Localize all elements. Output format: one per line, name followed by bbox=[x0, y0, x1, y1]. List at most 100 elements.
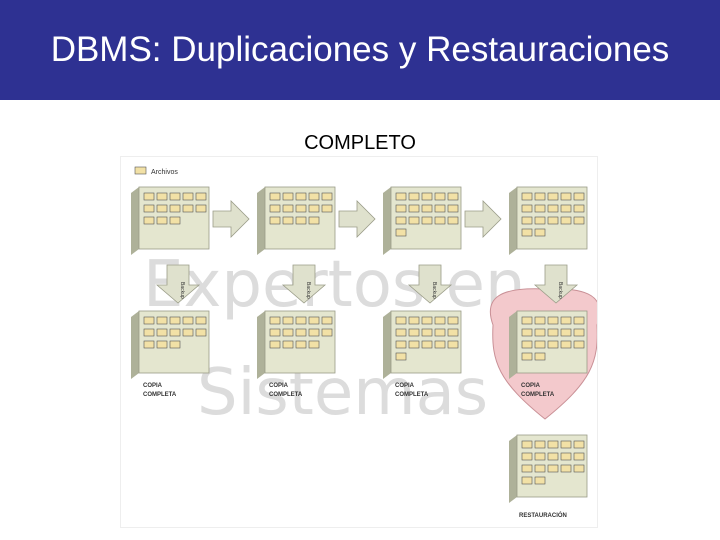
file-icon bbox=[408, 204, 420, 213]
file-icon bbox=[560, 452, 572, 461]
box-side bbox=[509, 311, 517, 379]
file-icon bbox=[169, 328, 181, 337]
file-icon bbox=[282, 340, 294, 349]
file-icon bbox=[560, 316, 572, 325]
file-icon bbox=[547, 464, 559, 473]
file-icon bbox=[573, 204, 585, 213]
file-icon bbox=[295, 216, 307, 225]
file-icon bbox=[521, 352, 533, 361]
file-icon bbox=[408, 340, 420, 349]
down-arrow bbox=[281, 264, 327, 304]
file-icon bbox=[521, 452, 533, 461]
file-icon bbox=[573, 452, 585, 461]
file-icon bbox=[269, 216, 281, 225]
copy-label-line2: COMPLETA bbox=[395, 392, 429, 398]
file-icon bbox=[534, 228, 546, 237]
file-icon bbox=[321, 204, 333, 213]
file-icon bbox=[447, 328, 459, 337]
box-side bbox=[509, 435, 517, 503]
file-icon bbox=[547, 216, 559, 225]
file-icon bbox=[547, 452, 559, 461]
file-icon bbox=[143, 316, 155, 325]
file-icon bbox=[282, 316, 294, 325]
file-icon bbox=[547, 192, 559, 201]
file-icon bbox=[521, 340, 533, 349]
file-icon bbox=[534, 216, 546, 225]
file-icon bbox=[195, 316, 207, 325]
down-arrow bbox=[533, 264, 579, 304]
box-side bbox=[257, 311, 265, 379]
file-icon bbox=[447, 316, 459, 325]
file-icon bbox=[182, 204, 194, 213]
copy-label-line2: COMPLETA bbox=[143, 392, 177, 398]
file-icon bbox=[195, 328, 207, 337]
file-icon bbox=[269, 192, 281, 201]
file-icon bbox=[143, 328, 155, 337]
source-files-box bbox=[131, 186, 210, 255]
file-icon bbox=[395, 340, 407, 349]
file-icon bbox=[534, 204, 546, 213]
full-copy-box bbox=[383, 310, 462, 379]
file-icon bbox=[156, 192, 168, 201]
restore-label: RESTAURACIÓN bbox=[519, 511, 567, 519]
file-icon bbox=[521, 464, 533, 473]
right-arrow bbox=[464, 200, 502, 238]
down-arrow bbox=[155, 264, 201, 304]
legend-label: Archivos bbox=[151, 169, 178, 176]
file-icon bbox=[269, 328, 281, 337]
file-icon bbox=[195, 204, 207, 213]
copy-label-line1: COPIA bbox=[143, 383, 163, 389]
file-icon bbox=[521, 316, 533, 325]
file-icon bbox=[560, 464, 572, 473]
slide-subtitle: COMPLETO bbox=[304, 132, 416, 154]
file-icon bbox=[447, 340, 459, 349]
file-icon bbox=[434, 204, 446, 213]
slide-title: DBMS: Duplicaciones y Restauraciones bbox=[50, 30, 670, 69]
source-files-box bbox=[383, 186, 462, 255]
file-icon bbox=[434, 316, 446, 325]
file-icon bbox=[434, 192, 446, 201]
file-icon bbox=[521, 228, 533, 237]
file-icon bbox=[169, 340, 181, 349]
file-icon bbox=[573, 328, 585, 337]
file-icon bbox=[573, 216, 585, 225]
file-icon bbox=[534, 192, 546, 201]
file-icon bbox=[169, 204, 181, 213]
file-icon bbox=[395, 192, 407, 201]
watermark-line1: Expertos en bbox=[143, 248, 526, 322]
file-icon bbox=[408, 328, 420, 337]
file-icon bbox=[295, 328, 307, 337]
copy-label-line1: COPIA bbox=[269, 383, 289, 389]
file-icon bbox=[560, 216, 572, 225]
right-arrow bbox=[212, 200, 250, 238]
file-icon bbox=[560, 440, 572, 449]
file-icon bbox=[269, 316, 281, 325]
file-icon bbox=[560, 192, 572, 201]
file-icon bbox=[421, 340, 433, 349]
file-icon bbox=[521, 192, 533, 201]
file-icon bbox=[156, 328, 168, 337]
file-icon bbox=[421, 192, 433, 201]
file-icon bbox=[395, 316, 407, 325]
file-icon bbox=[421, 316, 433, 325]
file-icon bbox=[395, 228, 407, 237]
box-side bbox=[383, 311, 391, 379]
arrow-label: Backup bbox=[179, 282, 185, 299]
file-icon bbox=[573, 316, 585, 325]
file-icon bbox=[447, 192, 459, 201]
file-icon bbox=[308, 328, 320, 337]
file-icon bbox=[547, 340, 559, 349]
file-icon bbox=[521, 204, 533, 213]
file-icon bbox=[421, 216, 433, 225]
file-icon bbox=[156, 316, 168, 325]
file-icon bbox=[395, 352, 407, 361]
file-icon bbox=[421, 204, 433, 213]
file-icon bbox=[408, 192, 420, 201]
full-copy-box bbox=[257, 310, 336, 379]
file-icon bbox=[534, 352, 546, 361]
file-icon bbox=[547, 328, 559, 337]
file-icon bbox=[560, 328, 572, 337]
file-icon bbox=[308, 204, 320, 213]
file-icon bbox=[534, 328, 546, 337]
file-icon bbox=[308, 192, 320, 201]
